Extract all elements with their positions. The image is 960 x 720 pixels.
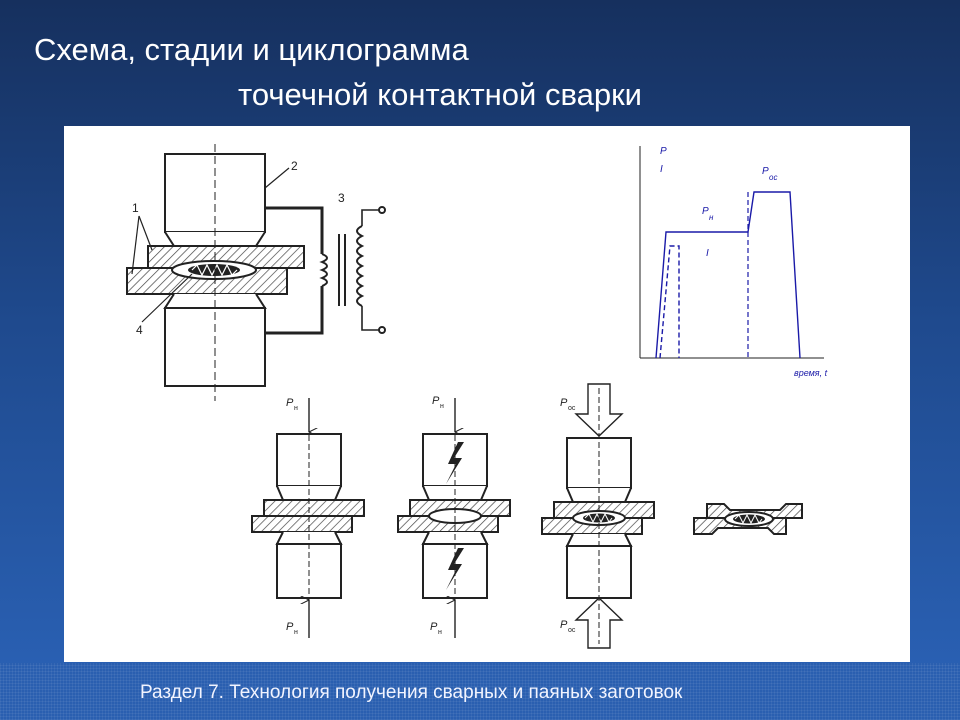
upper-wire [265,206,324,254]
diagram-canvas: 1 2 3 4 P I P н P ос I время, t [64,126,910,662]
stage-2 [397,398,511,638]
cyclogram-label-pn-sub: н [709,213,714,222]
cyclogram-x-label: время, t [794,368,828,378]
slide-title-line-1: Схема, стадии и циклограмма [34,32,469,67]
slide-title-line-2: точечной контактной сварки [238,77,642,112]
stage-3-force-bottom: P [560,619,568,631]
stage-4-finished-joint [693,503,803,535]
transformer-coil-primary [319,253,328,287]
terminal-bottom [378,326,386,334]
stage-3 [541,383,655,649]
stage-2-force-bottom-sub: н [438,629,442,636]
pressure-curve [655,191,801,359]
lightning-icon [446,442,464,484]
stage-1-force-bottom: P [286,621,294,633]
footer-band [0,663,960,720]
cyclogram-label-pos: P [762,166,769,177]
scheme-label-2: 2 [291,159,298,173]
scheme-label-1: 1 [132,201,139,215]
welding-scheme [126,144,386,401]
stage-3-force-bottom-sub: ос [568,627,576,634]
stage-2-force-top: P [432,395,440,407]
stage-1-force-top-sub: н [294,405,298,412]
cyclogram-label-pos-sub: ос [769,173,777,182]
cyclogram-y-label-i: I [660,164,663,175]
stage-1-force-bottom-sub: н [294,629,298,636]
stage-2-force-bottom: P [430,621,438,633]
transformer-coil-secondary [356,225,365,307]
stage-3-force-top-sub: ос [568,405,576,412]
scheme-label-3: 3 [338,191,345,205]
stage-1 [251,398,365,638]
stage-1-force-top: P [286,397,294,409]
lower-wire [265,286,324,335]
cyclogram-y-label-p: P [660,146,667,157]
cyclogram-label-i: I [706,248,709,259]
slide-footer: Раздел 7. Технология получения сварных и… [140,682,683,703]
cyclogram [639,146,824,359]
stage-3-force-top: P [560,397,568,409]
stage-2-force-top-sub: н [440,403,444,410]
current-curve [659,245,680,359]
terminal-top [378,206,386,214]
lightning-icon [446,548,464,590]
scheme-label-4: 4 [136,323,143,337]
cyclogram-label-pn: P [702,206,709,217]
